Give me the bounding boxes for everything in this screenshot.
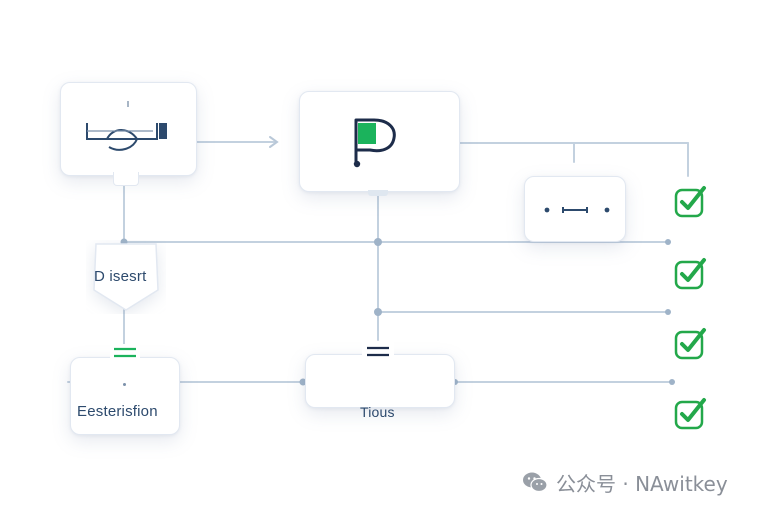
bottom-mid-label: Tious [360,404,395,420]
bottom-mid-card[interactable] [305,354,455,408]
equals-icon [362,342,394,360]
dots-card[interactable] [524,176,626,242]
junction-dot [374,308,382,316]
gauge-card[interactable] [60,82,197,176]
checkmark-icon[interactable] [673,184,707,218]
decision-node[interactable] [86,240,166,314]
junction-dot [665,239,671,245]
equals-icon [110,344,140,360]
p-logo-card[interactable] [299,91,460,192]
gauge-icon [86,101,167,151]
gauge-card-tab [113,172,139,186]
junction-dot [374,238,382,246]
bottom-left-label: Eesterisfion [77,403,158,420]
watermark-text: 公众号 · NAwitkey [556,471,728,496]
p-card-tab [368,190,388,196]
p-logo-icon [353,118,396,168]
junction-dot [669,379,675,385]
dots-icon [544,207,610,213]
small-dot [123,383,126,386]
checkmark-icon[interactable] [673,256,707,290]
checkmark-icon[interactable] [673,396,707,430]
junction-dot [299,378,307,386]
checkmark-icon[interactable] [673,326,707,360]
watermark: 公众号 · NAwitkey [522,468,728,496]
bottom-left-card[interactable] [70,357,180,435]
junction-dot [665,309,671,315]
decision-label: D isesrt [94,268,147,285]
wechat-icon [523,472,548,493]
